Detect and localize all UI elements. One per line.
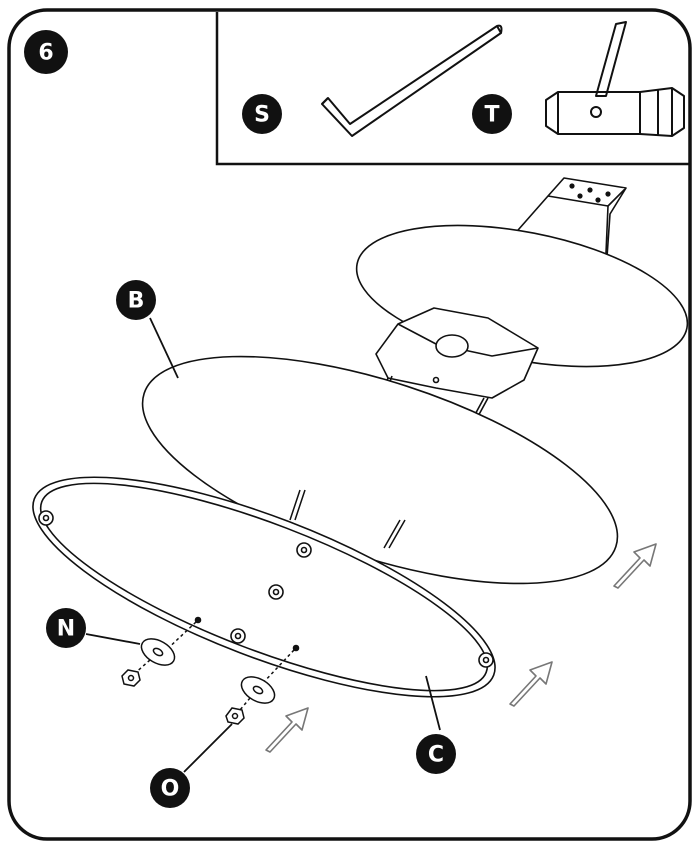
up-right-arrow-icon: [613, 543, 657, 589]
column-assembly: [355, 177, 689, 421]
nut-icon: [225, 707, 245, 725]
up-right-arrow-icon: [509, 661, 553, 707]
label-s: S: [254, 103, 270, 128]
label-c: C: [428, 743, 444, 768]
hardware-o: [225, 649, 295, 725]
hardware-n: [121, 621, 197, 687]
up-right-arrow-icon: [265, 707, 309, 753]
badge-t: T: [472, 94, 512, 134]
label-o: O: [161, 777, 180, 802]
badge-n: N: [46, 608, 141, 648]
badge-c: C: [416, 675, 456, 774]
badge-b: B: [116, 280, 179, 379]
label-b: B: [128, 289, 145, 314]
plate-c: [32, 476, 496, 698]
socket-wrench-icon: [545, 21, 685, 137]
label-t: T: [484, 103, 499, 128]
hex-key-icon: [321, 24, 503, 137]
tools-box: [215, 12, 690, 166]
step-number: 6: [38, 41, 53, 66]
step-badge: 6: [24, 30, 68, 74]
nut-icon: [121, 669, 141, 687]
badge-o: O: [150, 723, 233, 808]
washer-icon: [140, 638, 176, 666]
washer-icon: [240, 676, 276, 704]
badge-s: S: [242, 94, 282, 134]
label-n: N: [57, 617, 75, 642]
